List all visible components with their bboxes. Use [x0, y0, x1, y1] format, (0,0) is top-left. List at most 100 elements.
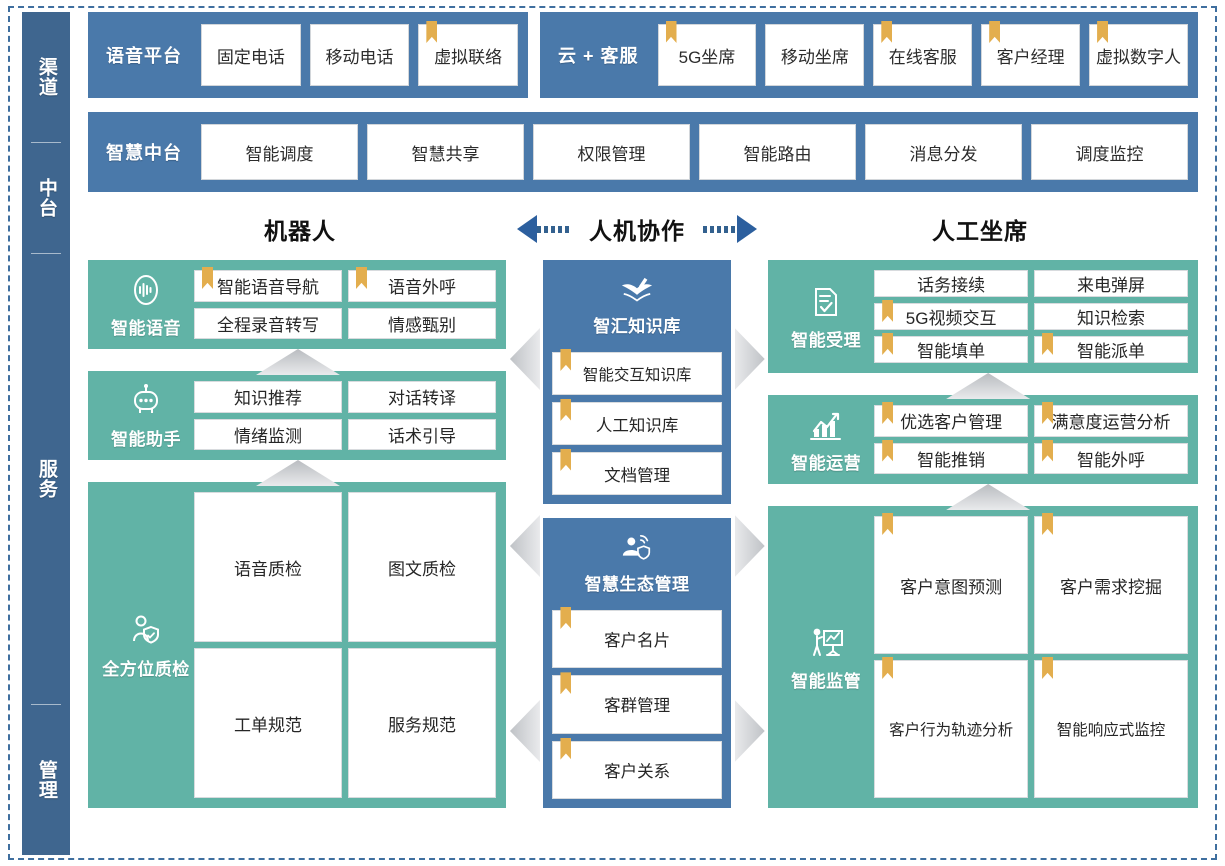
panel-comprehensive-qc: 全方位质检 语音质检 图文质检 工单规范 服务规范	[88, 460, 506, 808]
chip-mobile-seat[interactable]: 移动坐席	[765, 24, 865, 86]
sidebar-item-management[interactable]: 管理	[22, 705, 70, 855]
tile-call-handling[interactable]: 话务接续	[874, 270, 1029, 297]
panel-header-smart-voice: 智能语音	[98, 270, 194, 339]
tile-emotion-monitoring[interactable]: 情绪监测	[194, 418, 342, 450]
bookmark-icon	[1042, 439, 1054, 462]
bookmark-icon	[560, 349, 572, 371]
left-connector-gap	[506, 260, 543, 808]
chip-5g-seat[interactable]: 5G坐席	[657, 21, 757, 86]
tile-label: 智能外呼	[1077, 450, 1146, 470]
sidebar-label-middle-platform: 中台	[35, 178, 57, 218]
panel-smart-assistant: 智能助手 知识推荐 对话转译 情绪监测 话术引导	[88, 349, 506, 460]
chip-fixed-phone[interactable]: 固定电话	[201, 24, 301, 86]
item-interactive-knowledge-base[interactable]: 智能交互知识库	[552, 349, 722, 395]
panel-header-smart-operations: 智能运营	[778, 405, 874, 474]
panel-smart-acceptance: 智能受理 话务接续 来电弹屏 5G视频交互	[768, 260, 1198, 373]
tile-5g-video-interaction[interactable]: 5G视频交互	[874, 300, 1029, 330]
tile-script-guidance[interactable]: 话术引导	[347, 418, 496, 450]
item-manual-knowledge-base[interactable]: 人工知识库	[552, 399, 722, 445]
tile-full-recording-transcription[interactable]: 全程录音转写	[194, 307, 342, 339]
tile-satisfaction-operation-analysis[interactable]: 满意度运营分析	[1034, 402, 1188, 437]
chip-smart-routing[interactable]: 智能路由	[699, 124, 856, 180]
tile-smart-voice-navigation[interactable]: 智能语音导航	[194, 267, 342, 302]
tile-service-standard[interactable]: 服务规范	[347, 648, 496, 798]
flow-left-arrow-icon	[509, 700, 540, 762]
panel-name: 智能运营	[791, 454, 862, 473]
sidebar-label-channel: 渠道	[35, 57, 57, 97]
tile-label: 全程录音转写	[216, 315, 319, 335]
diagram-content: 语音平台 固定电话 移动电话 虚拟联络 云 + 客服 5G坐席	[88, 12, 1198, 855]
tile-label: 智能推销	[917, 450, 986, 470]
panel-name: 智能监管	[791, 671, 862, 691]
chip-account-manager[interactable]: 客户经理	[981, 21, 1081, 86]
chip-smart-sharing[interactable]: 智慧共享	[367, 124, 524, 180]
tile-smart-dispatch-order[interactable]: 智能派单	[1034, 333, 1188, 363]
tile-label: 服务规范	[387, 715, 456, 735]
tile-knowledge-recommendation[interactable]: 知识推荐	[194, 381, 342, 413]
flow-up-arrow-icon	[946, 373, 1031, 399]
tile-emotion-discrimination[interactable]: 情感甄别	[347, 307, 496, 339]
tile-incoming-call-popup[interactable]: 来电弹屏	[1034, 270, 1188, 297]
tile-label: 智能响应式监控	[1056, 722, 1166, 739]
tile-ticket-standard[interactable]: 工单规范	[194, 648, 342, 798]
tile-label: 智能填单	[917, 342, 986, 361]
panel-name: 智能受理	[791, 331, 862, 350]
tile-text-image-quality-check[interactable]: 图文质检	[347, 492, 496, 642]
channel-row: 语音平台 固定电话 移动电话 虚拟联络 云 + 客服 5G坐席	[88, 12, 1198, 98]
robot-icon	[134, 384, 158, 413]
tile-label: 图文质检	[387, 559, 456, 579]
tile-smart-outbound-call[interactable]: 智能外呼	[1034, 439, 1188, 474]
panel-knowledge-base: 智汇知识库 智能交互知识库 人工知识库 文档管理	[543, 260, 731, 504]
flow-right-arrow-icon	[734, 515, 765, 577]
chip-smart-dispatch[interactable]: 智能调度	[201, 124, 358, 180]
bookmark-icon	[882, 300, 894, 322]
arrow-left-icon	[517, 215, 571, 243]
chip-virtual-human[interactable]: 虚拟数字人	[1089, 21, 1188, 86]
tile-voice-outbound[interactable]: 语音外呼	[347, 267, 496, 302]
tile-smart-responsive-monitoring[interactable]: 智能响应式监控	[1034, 657, 1188, 798]
chip-online-service[interactable]: 在线客服	[873, 21, 973, 86]
chip-dispatch-monitoring[interactable]: 调度监控	[1031, 124, 1188, 180]
chip-permission-mgmt[interactable]: 权限管理	[533, 124, 690, 180]
panel-smart-supervision: 智能监管 客户意图预测 客户需求挖掘 客户行为轨迹分	[768, 484, 1198, 808]
chip-label: 5G坐席	[678, 47, 736, 67]
chip-message-distribution[interactable]: 消息分发	[865, 124, 1022, 180]
chip-label: 客户经理	[996, 47, 1065, 67]
chip-label: 智能路由	[743, 144, 812, 164]
chip-label: 移动坐席	[780, 47, 849, 67]
item-customer-group-management[interactable]: 客群管理	[552, 672, 722, 734]
tile-customer-behavior-trajectory-analysis[interactable]: 客户行为轨迹分析	[874, 657, 1029, 798]
tile-label: 客户意图预测	[900, 577, 1003, 597]
chip-mobile-phone[interactable]: 移动电话	[309, 24, 410, 86]
tile-customer-intent-prediction[interactable]: 客户意图预测	[874, 513, 1029, 654]
tile-voice-quality-check[interactable]: 语音质检	[194, 492, 342, 642]
item-customer-card[interactable]: 客户名片	[552, 607, 722, 669]
bookmark-icon	[355, 267, 367, 289]
arrow-right-icon	[703, 215, 757, 243]
panel-tiles: 语音质检 图文质检 工单规范 服务规范	[194, 492, 496, 798]
tile-label: 语音外呼	[387, 278, 456, 298]
voice-platform-title: 语音平台	[106, 46, 182, 66]
right-connector-gap	[731, 260, 768, 808]
item-customer-relationship[interactable]: 客户关系	[552, 737, 722, 799]
tile-label: 优选客户管理	[900, 413, 1003, 433]
flow-up-arrow-icon	[946, 484, 1031, 510]
tile-knowledge-search[interactable]: 知识检索	[1034, 303, 1188, 330]
sidebar-item-middle-platform[interactable]: 中台	[22, 143, 70, 253]
sidebar-item-service[interactable]: 服务	[22, 254, 70, 704]
tile-smart-marketing[interactable]: 智能推销	[874, 439, 1029, 474]
sidebar-item-channel[interactable]: 渠道	[22, 12, 70, 142]
collaboration-header: 机器人 人机协作 人工坐席	[88, 200, 1198, 258]
chip-virtual-contact[interactable]: 虚拟联络	[418, 21, 519, 86]
panel-tiles: 话务接续 来电弹屏 5G视频交互 知识检索	[874, 270, 1188, 363]
flow-left-arrow-icon	[509, 328, 540, 390]
tile-preferred-customer-management[interactable]: 优选客户管理	[874, 402, 1029, 437]
bookmark-icon	[882, 439, 894, 462]
item-document-management[interactable]: 文档管理	[552, 449, 722, 495]
panel-smart-operations: 智能运营 优选客户管理 满意度运营分析 智能推销	[768, 373, 1198, 484]
tile-smart-form-filling[interactable]: 智能填单	[874, 333, 1029, 363]
sidebar-divider-1	[31, 142, 61, 143]
sidebar-label-management: 管理	[35, 760, 57, 800]
tile-dialogue-translation[interactable]: 对话转译	[347, 381, 496, 413]
tile-customer-demand-mining[interactable]: 客户需求挖掘	[1034, 513, 1188, 654]
